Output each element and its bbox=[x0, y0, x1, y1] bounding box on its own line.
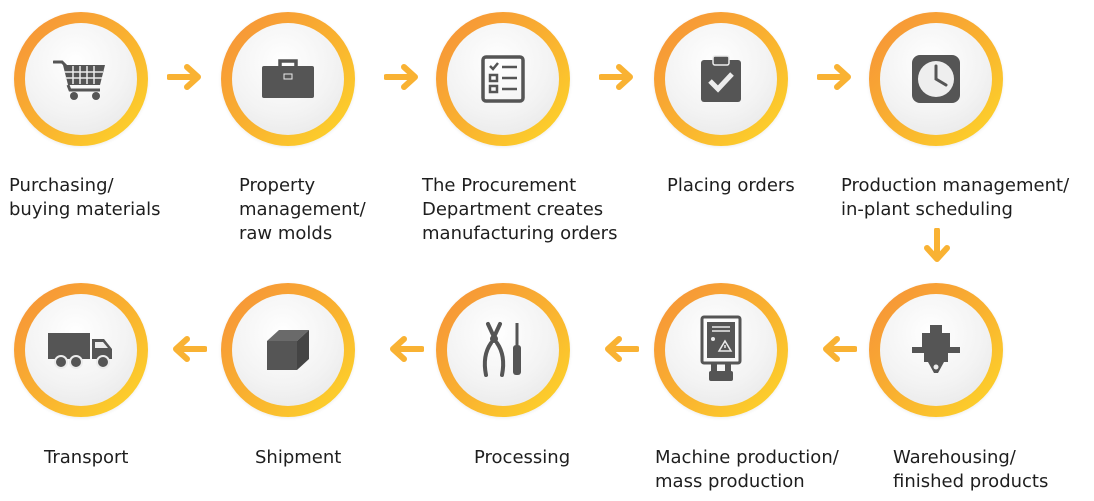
truck-icon bbox=[48, 333, 112, 369]
step-label-property: Property management/ raw molds bbox=[239, 175, 366, 244]
step-node-property bbox=[221, 12, 355, 146]
briefcase-icon bbox=[262, 59, 314, 98]
step-label-shipment: Shipment bbox=[255, 447, 342, 468]
clock-icon bbox=[912, 55, 960, 103]
control-panel-icon bbox=[700, 315, 742, 381]
step-label-purchasing: Purchasing/ buying materials bbox=[9, 175, 161, 220]
arrow-right-icon bbox=[599, 64, 633, 90]
arrow-left-icon bbox=[390, 336, 424, 362]
step-node-processing bbox=[436, 283, 570, 417]
step-node-machine bbox=[654, 283, 788, 417]
box-icon bbox=[267, 330, 309, 370]
arrow-right-icon bbox=[817, 64, 851, 90]
checklist-icon bbox=[481, 55, 525, 103]
step-node-placing bbox=[654, 12, 788, 146]
arrow-right-icon bbox=[167, 64, 201, 90]
step-node-production bbox=[869, 12, 1003, 146]
arrow-right-icon bbox=[384, 64, 418, 90]
step-node-shipment bbox=[221, 283, 355, 417]
arrow-left-icon bbox=[605, 336, 639, 362]
step-node-purchasing bbox=[14, 12, 148, 146]
step-node-warehousing bbox=[869, 283, 1003, 417]
die-press-icon bbox=[912, 325, 960, 373]
arrow-left-icon bbox=[823, 336, 857, 362]
step-label-procurement: The Procurement Department creates manuf… bbox=[422, 175, 618, 244]
step-label-placing: Placing orders bbox=[667, 175, 795, 196]
pliers-screwdriver-icon bbox=[482, 322, 521, 377]
step-label-warehousing: Warehousing/ finished products bbox=[893, 447, 1049, 492]
step-node-transport bbox=[14, 283, 148, 417]
step-node-procurement bbox=[436, 12, 570, 146]
arrow-down-icon bbox=[924, 228, 950, 262]
step-label-processing: Processing bbox=[474, 447, 571, 468]
arrow-left-icon bbox=[173, 336, 207, 362]
step-label-production: Production management/ in-plant scheduli… bbox=[841, 175, 1070, 220]
shopping-cart-icon bbox=[53, 60, 105, 100]
step-label-machine: Machine production/ mass production bbox=[655, 447, 839, 492]
step-label-transport: Transport bbox=[44, 447, 129, 468]
clipboard-check-icon bbox=[701, 55, 741, 102]
